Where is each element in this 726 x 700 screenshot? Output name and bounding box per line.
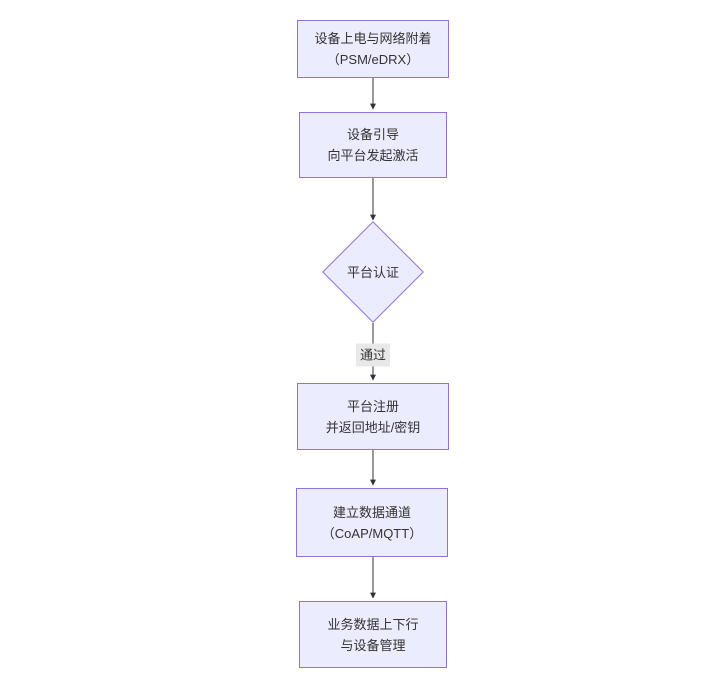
flow-node-data-channel: 建立数据通道 （CoAP/MQTT） [296, 488, 448, 557]
edge-label-pass: 通过 [355, 343, 391, 367]
flow-node-platform-auth: 平台认证 [322, 221, 424, 323]
flow-node-power-attach: 设备上电与网络附着 （PSM/eDRX） [297, 20, 449, 78]
flow-node-bootstrap-label: 设备引导 向平台发起激活 [327, 127, 419, 163]
flow-node-business-data: 业务数据上下行 与设备管理 [299, 601, 447, 668]
flow-node-platform-register-label: 平台注册 并返回地址/密钥 [325, 398, 421, 435]
flow-node-platform-auth-label: 平台认证 [346, 264, 399, 280]
flow-node-power-attach-label: 设备上电与网络附着 （PSM/eDRX） [314, 31, 432, 67]
flow-node-data-channel-label: 建立数据通道 （CoAP/MQTT） [321, 504, 423, 541]
flow-node-business-data-label: 业务数据上下行 与设备管理 [327, 616, 419, 653]
flow-node-bootstrap: 设备引导 向平台发起激活 [299, 112, 447, 178]
flow-node-platform-register: 平台注册 并返回地址/密钥 [297, 383, 449, 450]
